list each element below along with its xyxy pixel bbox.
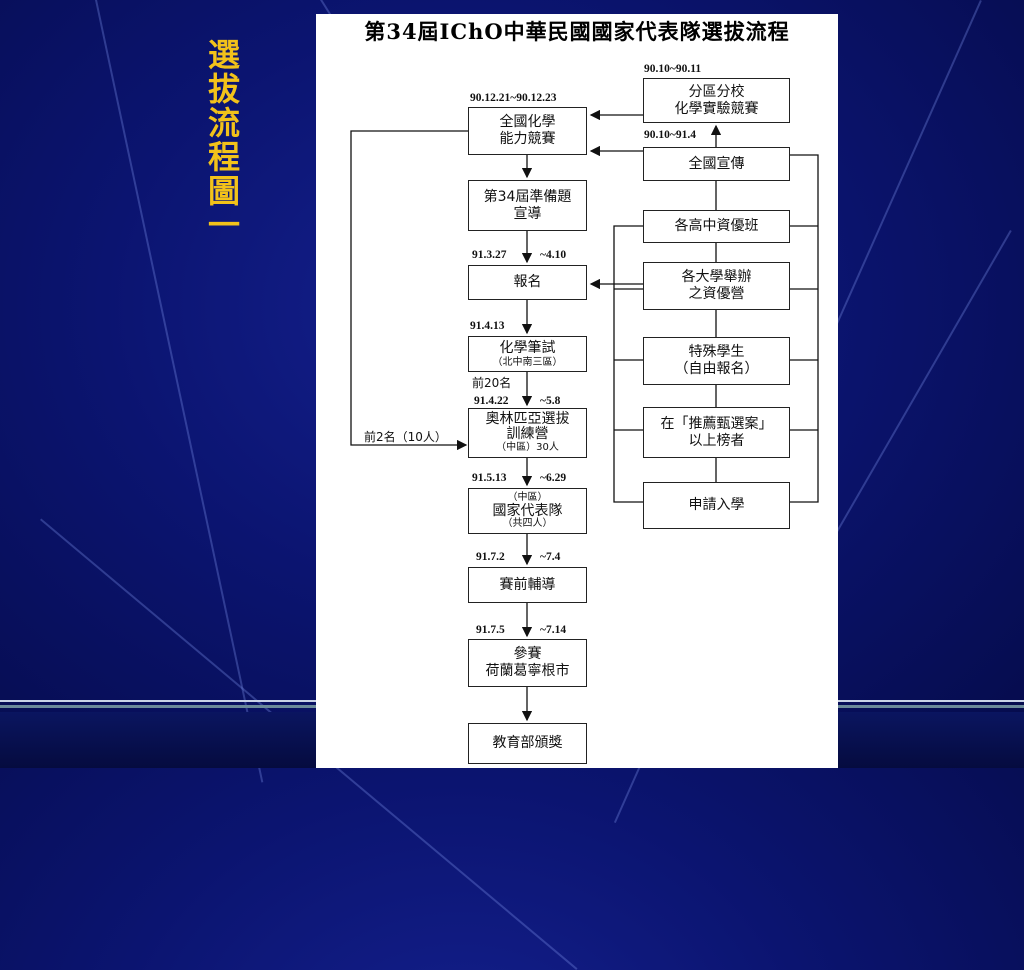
date-label: 91.3.27 bbox=[472, 249, 507, 261]
date-label: 91.4.22 bbox=[474, 395, 509, 407]
date-label: 91.7.5 bbox=[476, 624, 505, 636]
connector bbox=[790, 154, 819, 503]
date-label: 90.12.21~90.12.23 bbox=[470, 92, 557, 104]
flowchart-panel: 第34屆IChO中華民國國家代表隊選拔流程 bbox=[316, 14, 838, 768]
node-university-camp: 各大學舉辦 之資優營 bbox=[643, 262, 790, 310]
node-text: 在「推薦甄選案」 bbox=[660, 415, 773, 432]
node-text: 訓練營 bbox=[506, 426, 549, 442]
node-prep-guide: 第34屆準備題 宣導 bbox=[468, 180, 587, 231]
node-text: 宣導 bbox=[513, 205, 542, 222]
date-label: ~6.29 bbox=[540, 472, 567, 484]
node-text: （北中南三區） bbox=[492, 356, 563, 368]
node-apply-admission: 申請入學 bbox=[643, 482, 790, 529]
date-label: ~7.14 bbox=[540, 624, 567, 636]
node-text: 化學筆試 bbox=[499, 339, 556, 356]
node-text: 全國化學 bbox=[499, 114, 556, 130]
node-text: 申請入學 bbox=[688, 497, 745, 513]
flowchart-connectors bbox=[350, 109, 819, 722]
node-registration: 報名 bbox=[468, 265, 587, 300]
connector bbox=[350, 130, 468, 451]
date-label: 91.7.2 bbox=[476, 551, 505, 563]
node-pre-training: 賽前輔導 bbox=[468, 567, 587, 603]
date-label: ~4.10 bbox=[540, 249, 567, 261]
node-text: 特殊學生 bbox=[688, 344, 745, 360]
node-text: 全國宣傳 bbox=[688, 155, 745, 172]
node-text: （自由報名） bbox=[674, 361, 759, 377]
node-text: （共四人） bbox=[502, 518, 553, 529]
node-text: 國家代表隊 bbox=[492, 503, 563, 519]
node-text: 教育部頒獎 bbox=[492, 735, 563, 751]
node-text: 賽前輔導 bbox=[499, 576, 556, 593]
date-label: 90.10~90.11 bbox=[644, 63, 702, 75]
date-label: 91.5.13 bbox=[472, 472, 507, 484]
node-text: 以上榜者 bbox=[688, 432, 745, 449]
date-label: 90.10~91.4 bbox=[644, 129, 696, 141]
date-label: 91.4.13 bbox=[470, 320, 505, 332]
node-text: 第34屆準備題 bbox=[483, 188, 572, 205]
node-compete: 參賽 荷蘭葛寧根市 bbox=[468, 639, 587, 687]
node-olympiad-camp: 奧林匹亞選拔 訓練營 （中區）30人 bbox=[468, 408, 587, 458]
diagram-title: 第34屆IChO中華民國國家代表隊選拔流程 bbox=[364, 19, 790, 44]
node-text: 奧林匹亞選拔 bbox=[485, 411, 570, 427]
node-text: 能力競賽 bbox=[499, 131, 556, 147]
node-national-competition: 全國化學 能力競賽 bbox=[468, 107, 587, 155]
node-special-students: 特殊學生 （自由報名） bbox=[643, 337, 790, 385]
node-text: 荷蘭葛寧根市 bbox=[485, 663, 570, 679]
node-national-team: （中區） 國家代表隊 （共四人） bbox=[468, 488, 587, 534]
node-text: 各高中資優班 bbox=[674, 218, 759, 234]
node-text: 化學實驗競賽 bbox=[674, 100, 759, 117]
node-text: 參賽 bbox=[513, 646, 542, 662]
node-recommended: 在「推薦甄選案」 以上榜者 bbox=[643, 407, 790, 458]
node-text: （中區） bbox=[507, 492, 548, 503]
node-text: （中區）30人 bbox=[496, 442, 559, 453]
date-label: ~7.4 bbox=[540, 551, 561, 563]
node-written-test: 化學筆試 （北中南三區） bbox=[468, 336, 587, 372]
date-label: ~5.8 bbox=[540, 395, 561, 407]
slide-title: 選拔流程圖一 bbox=[203, 38, 241, 242]
node-text: 之資優營 bbox=[688, 286, 745, 302]
node-text: 分區分校 bbox=[688, 83, 745, 100]
node-text: 各大學舉辦 bbox=[681, 269, 752, 285]
node-gifted-class: 各高中資優班 bbox=[643, 210, 790, 243]
rank-label: 前2名（10人） bbox=[364, 430, 447, 444]
node-regional-experiment: 分區分校 化學實驗競賽 bbox=[643, 78, 790, 123]
node-award: 教育部頒獎 bbox=[468, 723, 587, 764]
node-promotion: 全國宣傳 bbox=[643, 147, 790, 181]
node-text: 報名 bbox=[513, 274, 542, 290]
connector bbox=[613, 225, 643, 503]
rank-label: 前20名 bbox=[472, 376, 512, 390]
